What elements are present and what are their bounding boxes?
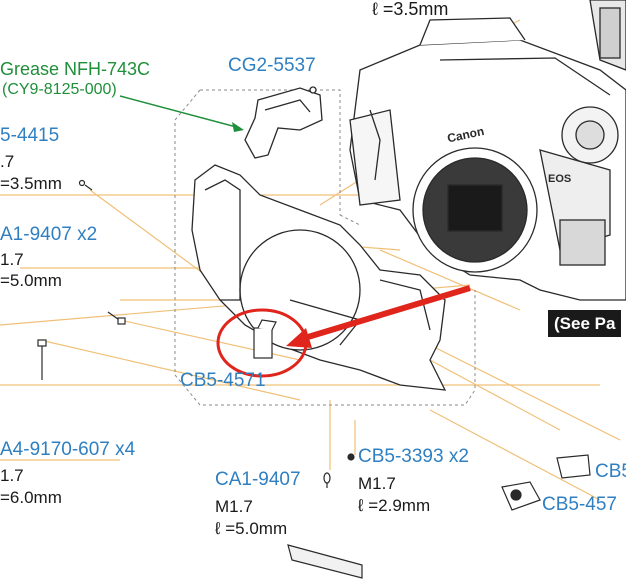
front-cover-part [191, 164, 447, 391]
cb5-3393-size: M1.7 [358, 474, 396, 493]
dashed-group-outline [174, 89, 476, 406]
cb5-4415-size: .7 [0, 152, 15, 171]
a4-9170-length: =6.0mm [0, 488, 62, 507]
ca1-9407-size: M1.7 [215, 497, 253, 516]
label-cb5-right-lower: CB5-457 [542, 494, 617, 515]
grease-pointer-arrow [119, 95, 244, 132]
label-ca1-9407: CA1-9407 [215, 469, 301, 490]
camera-model-logo: EOS [548, 173, 571, 185]
top-length-spec: ℓ =3.5mm [372, 0, 449, 19]
ca1-9407-length: ℓ =5.0mm [215, 519, 288, 538]
cb5-3393-length: ℓ =2.9mm [358, 496, 431, 515]
label-cg2-5537: CG2-5537 [228, 55, 316, 76]
label-cb5-4415: 5-4415 [0, 125, 60, 146]
ca1-9407-x2-size: 1.7 [0, 250, 24, 269]
bracket-part-cg2 [244, 86, 323, 159]
see-page-reference: (See Pa [548, 310, 622, 337]
screws [37, 179, 355, 488]
red-highlight [216, 285, 471, 378]
side-small-parts [287, 454, 591, 579]
grease-part-number: (CY9-8125-000) [2, 81, 117, 98]
camera-body-illustration [349, 0, 626, 301]
label-cb5-right-upper: CB5 [595, 461, 626, 482]
a4-9170-size: 1.7 [0, 466, 24, 485]
label-cb5-4571: CB5-4571 [180, 370, 266, 391]
label-a4-9170-607: A4-9170-607 x4 [0, 439, 136, 460]
ca1-9407-x2-length: =5.0mm [0, 271, 62, 290]
cb5-4415-length: =3.5mm [0, 174, 62, 193]
label-ca1-9407-x2: A1-9407 x2 [0, 224, 98, 245]
highlighted-small-part [253, 319, 277, 359]
grease-label: Grease NFH-743C [0, 59, 151, 79]
label-cb5-3393-x2: CB5-3393 x2 [358, 446, 469, 467]
